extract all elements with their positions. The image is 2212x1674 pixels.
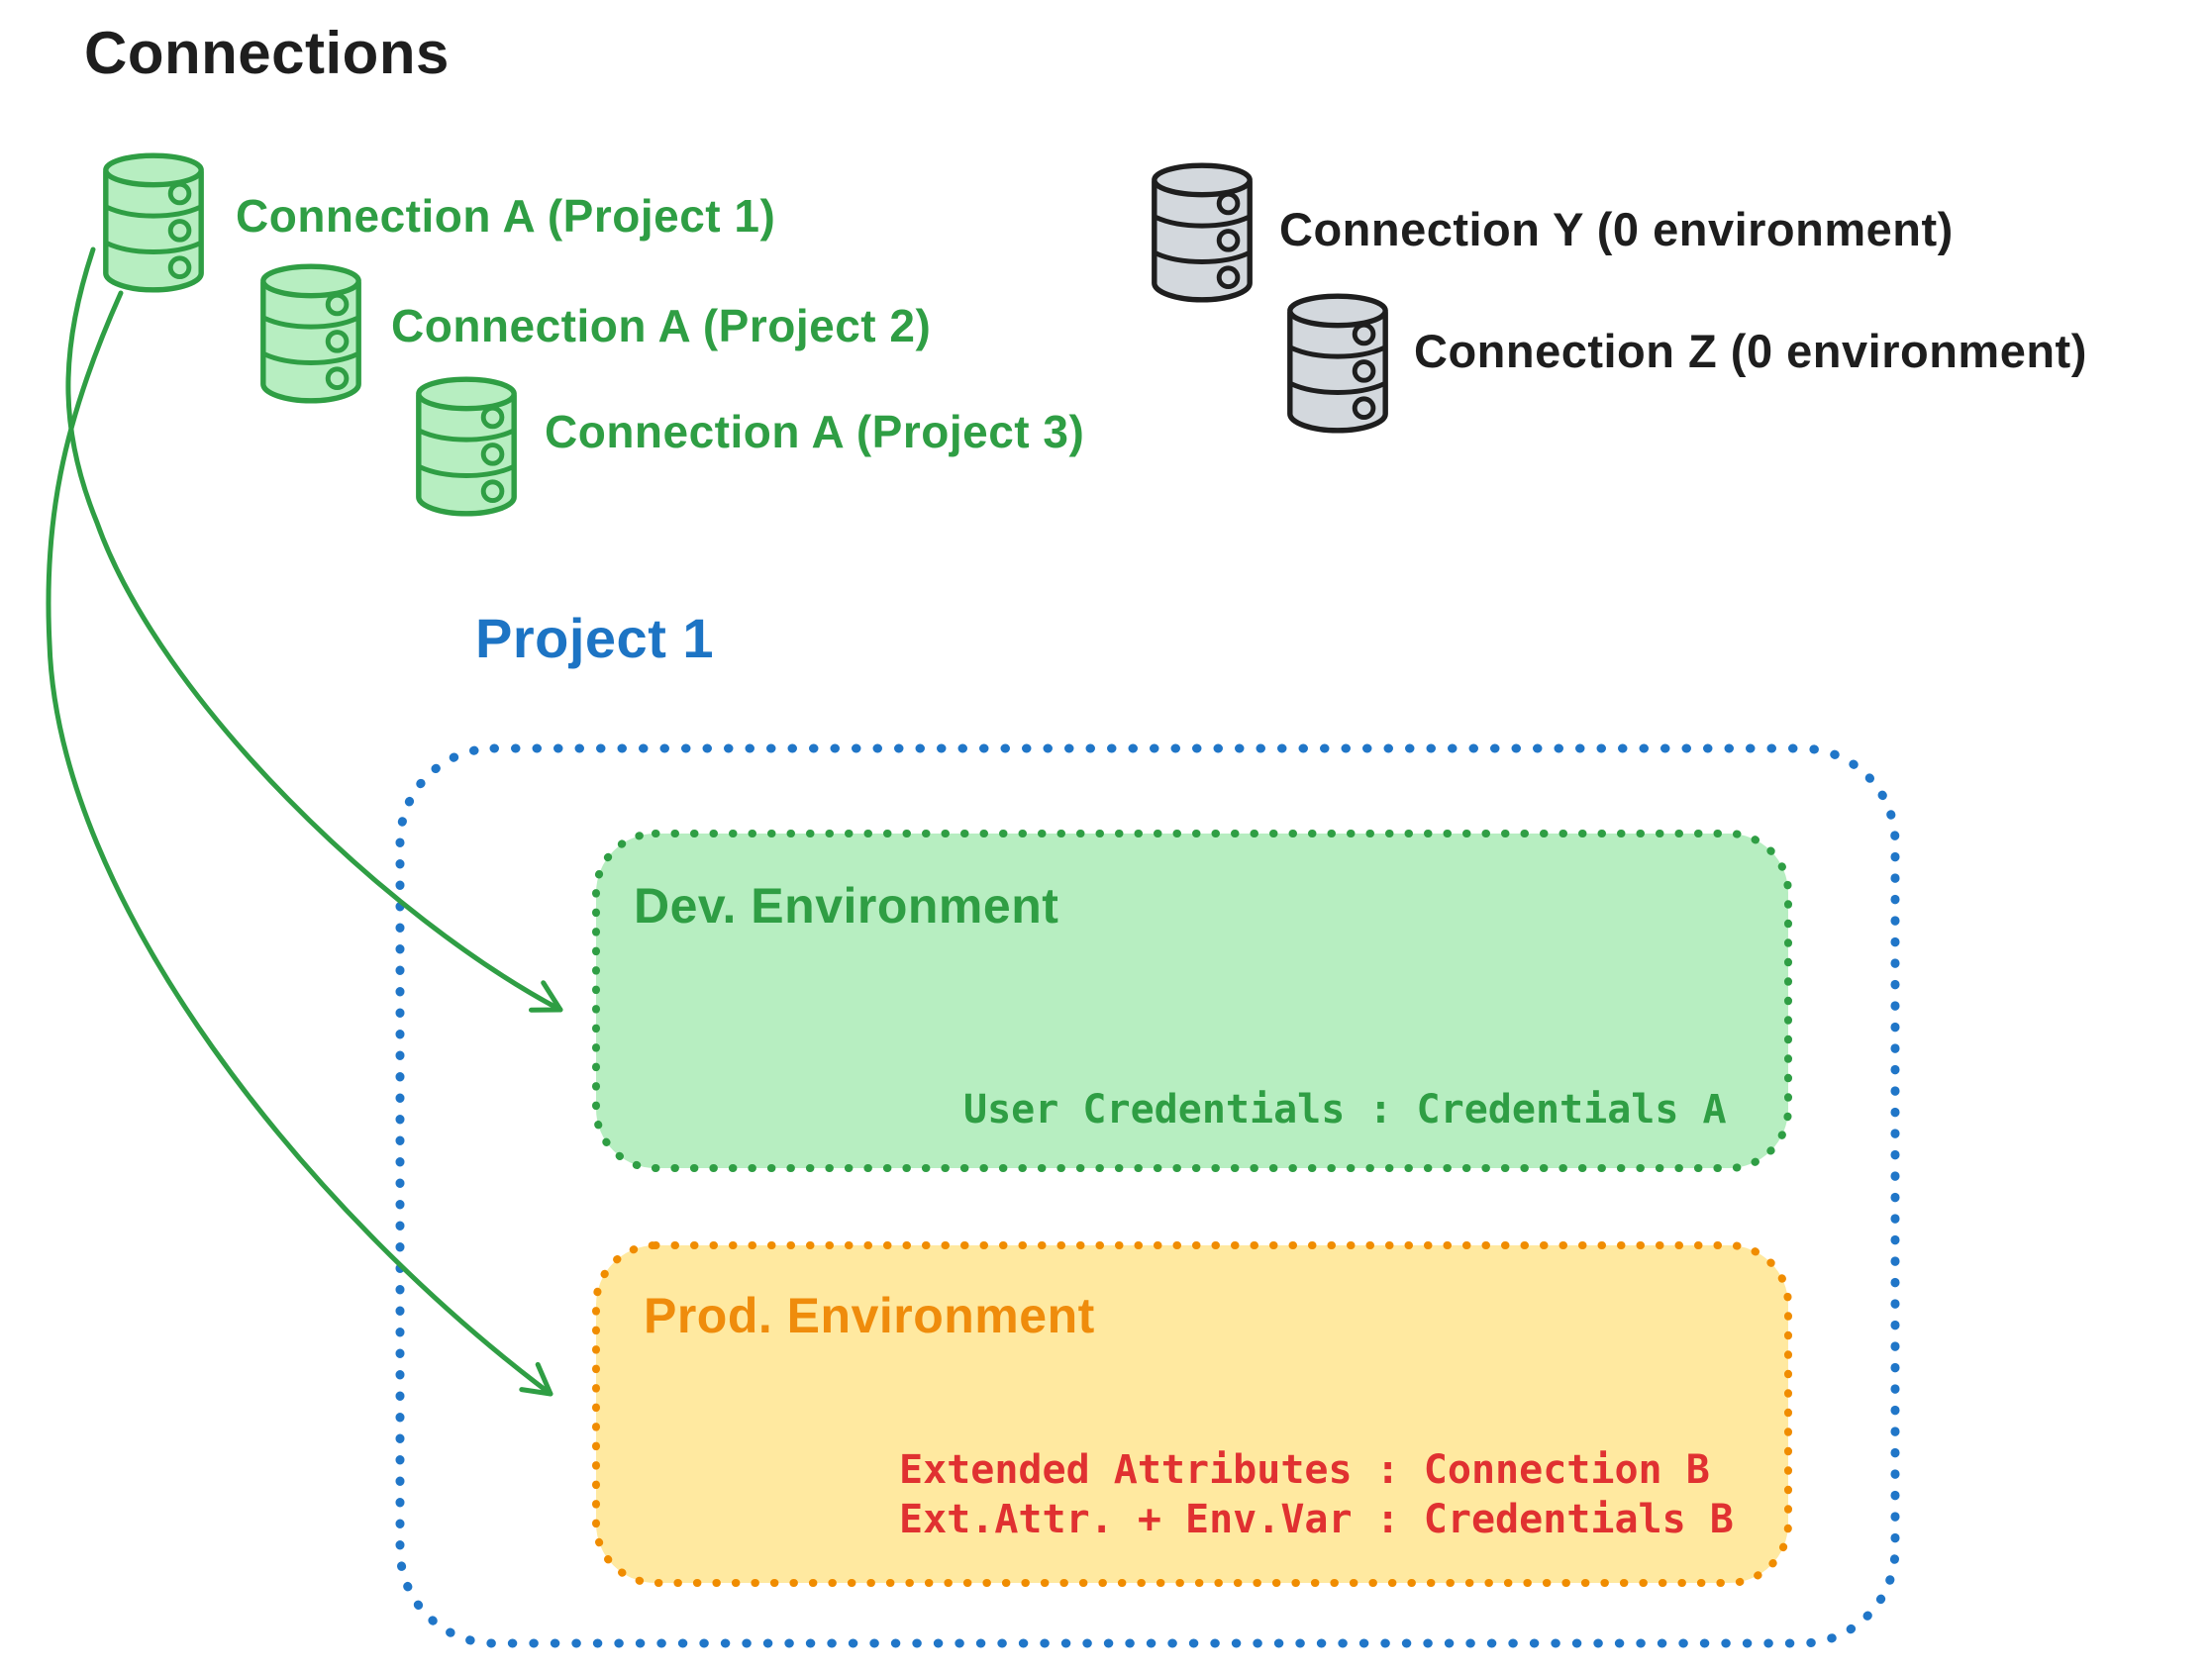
project-1-title: Project 1 — [475, 607, 715, 669]
database-icon-connection-z — [1289, 296, 1386, 431]
arrow-to-prod-environment — [46, 290, 553, 1397]
connections-title: Connections — [84, 20, 450, 86]
database-icon-connection-a-project-3 — [418, 379, 515, 514]
dev-environment-box — [592, 830, 1792, 1172]
connection-a-project-3-label: Connection A (Project 3) — [545, 406, 1085, 457]
database-icon-connection-y — [1154, 165, 1251, 300]
prod-environment-mapping-line-2: Ext.Attr. + Env.Var : Credentials B — [899, 1497, 1734, 1542]
prod-environment-box — [592, 1241, 1792, 1587]
database-icon-connection-a-project-2 — [262, 266, 359, 401]
dev-environment-credentials-text: User Credentials : Credentials A — [963, 1087, 1727, 1132]
connection-y-label: Connection Y (0 environment) — [1279, 203, 1954, 255]
connection-a-project-2-label: Connection A (Project 2) — [391, 300, 932, 351]
connection-a-project-1-label: Connection A (Project 1) — [236, 190, 776, 242]
prod-environment-label: Prod. Environment — [644, 1288, 1095, 1343]
prod-environment-mapping-line-1: Extended Attributes : Connection B — [899, 1447, 1710, 1493]
dev-environment-label: Dev. Environment — [634, 878, 1059, 934]
project-1-boundary — [395, 743, 1900, 1648]
arrow-to-dev-environment — [65, 246, 563, 1013]
database-icon-connection-a-project-1 — [105, 155, 202, 290]
connection-z-label: Connection Z (0 environment) — [1414, 325, 2087, 377]
